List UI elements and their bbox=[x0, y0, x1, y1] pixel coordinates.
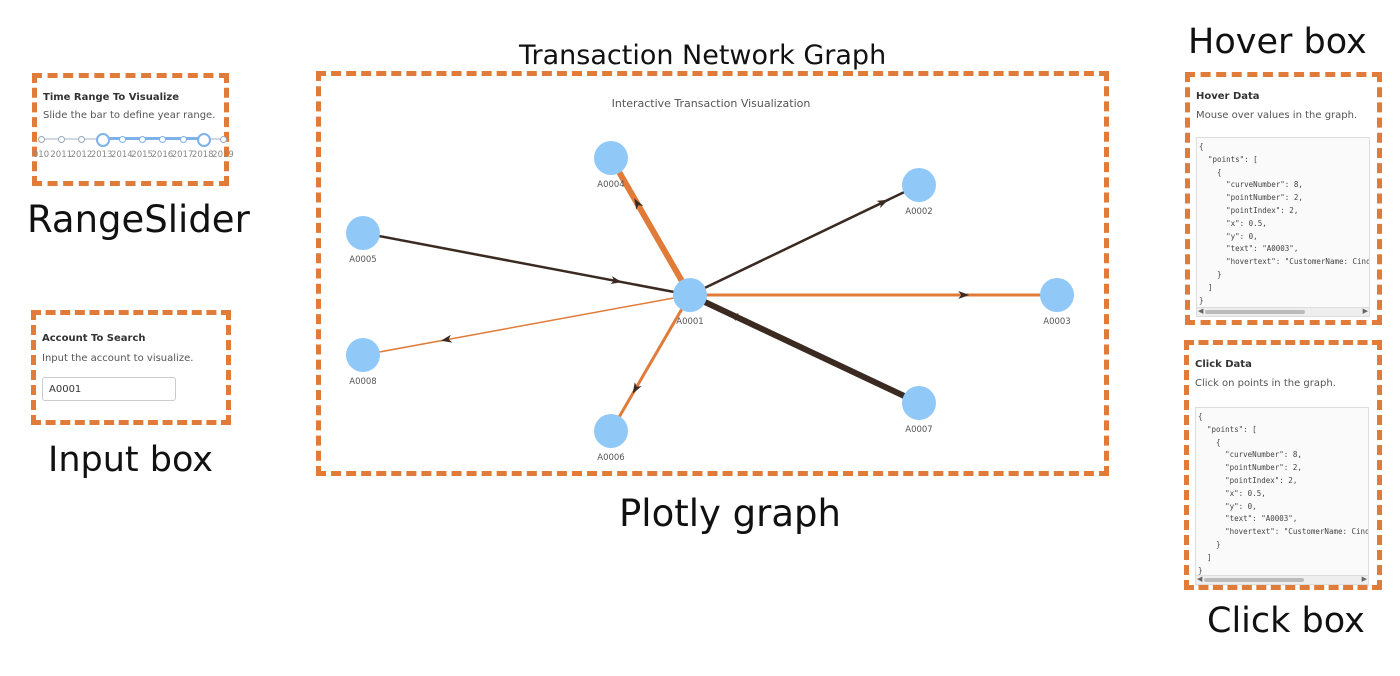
account-search-description: Input the account to visualize. bbox=[42, 353, 194, 364]
account-search-panel: Account To Search Input the account to v… bbox=[31, 310, 231, 425]
hover-data-panel: Hover Data Mouse over values in the grap… bbox=[1185, 72, 1382, 325]
node-label: A0001 bbox=[676, 317, 703, 327]
slider-mark bbox=[58, 136, 66, 143]
edge-arrow-icon bbox=[632, 382, 642, 394]
click-box-label: Click box bbox=[1207, 601, 1365, 641]
edge-arrow-icon bbox=[727, 312, 740, 322]
year-range-slider[interactable] bbox=[38, 133, 227, 147]
slider-mark bbox=[159, 136, 167, 143]
scroll-thumb[interactable] bbox=[1205, 310, 1305, 314]
range-slider-label: RangeSlider bbox=[27, 198, 250, 241]
network-graph[interactable]: Interactive Transaction Visualization A0… bbox=[321, 76, 1104, 471]
graph-panel: Interactive Transaction Visualization A0… bbox=[316, 71, 1109, 476]
range-slider-title: Time Range To Visualize bbox=[43, 92, 180, 103]
node-label: A0008 bbox=[349, 377, 376, 387]
scroll-left-icon[interactable]: ◀ bbox=[1197, 575, 1203, 583]
slider-mark bbox=[78, 136, 86, 143]
node-A0002[interactable] bbox=[902, 168, 936, 202]
slider-mark bbox=[118, 136, 126, 143]
scroll-thumb[interactable] bbox=[1204, 578, 1304, 582]
hover-box-label: Hover box bbox=[1188, 22, 1367, 62]
scroll-right-icon[interactable]: ▶ bbox=[1362, 307, 1368, 315]
slider-year-label: 2012 bbox=[70, 150, 93, 160]
range-slider-description: Slide the bar to define year range. bbox=[43, 110, 216, 121]
slider-mark bbox=[38, 136, 45, 143]
node-label: A0004 bbox=[597, 180, 624, 190]
account-search-title: Account To Search bbox=[42, 333, 146, 344]
edge-A0001-A0008[interactable] bbox=[362, 294, 691, 356]
click-data-description: Click on points in the graph. bbox=[1195, 378, 1336, 389]
edge-A0005-A0001[interactable] bbox=[362, 231, 691, 297]
hover-data-title: Hover Data bbox=[1196, 91, 1260, 102]
node-label: A0007 bbox=[905, 425, 932, 435]
slider-year-label: 2016 bbox=[151, 150, 174, 160]
slider-year-label: 2014 bbox=[111, 150, 133, 160]
hover-data-description: Mouse over values in the graph. bbox=[1196, 110, 1358, 121]
hover-data-json-box[interactable]: { "points": [ { "curveNumber": 8, "point… bbox=[1196, 137, 1370, 317]
slider-year-label: 2013 bbox=[90, 150, 113, 160]
node-A0004[interactable] bbox=[594, 141, 628, 175]
scroll-right-icon[interactable]: ▶ bbox=[1361, 575, 1367, 583]
account-input[interactable] bbox=[42, 377, 176, 401]
node-A0001[interactable] bbox=[673, 278, 707, 312]
edge-A0001-A0004[interactable] bbox=[608, 156, 693, 297]
edge-arrow-icon bbox=[876, 199, 889, 209]
slider-year-label: 010 bbox=[32, 150, 50, 160]
node-A0003[interactable] bbox=[1040, 278, 1074, 312]
slider-mark bbox=[179, 136, 187, 143]
edge-arrow-icon bbox=[958, 291, 970, 299]
node-A0006[interactable] bbox=[594, 414, 628, 448]
click-data-scrollbar[interactable]: ◀ ▶ bbox=[1196, 575, 1368, 584]
node-A0005[interactable] bbox=[346, 216, 380, 250]
hover-data-scrollbar[interactable]: ◀ ▶ bbox=[1197, 307, 1369, 316]
slider-mark bbox=[139, 136, 147, 143]
slider-year-label: 2019 bbox=[212, 150, 234, 160]
edge-arrow-icon bbox=[610, 276, 622, 284]
slider-year-label: 2011 bbox=[50, 150, 73, 160]
edge-A0007-A0001[interactable] bbox=[688, 292, 921, 406]
node-label: A0002 bbox=[905, 207, 932, 217]
click-data-json-box[interactable]: { "points": [ { "curveNumber": 8, "point… bbox=[1195, 407, 1369, 585]
click-data-title: Click Data bbox=[1195, 359, 1252, 370]
slider-selected-range bbox=[101, 137, 203, 140]
edge-A0001-A0002[interactable] bbox=[689, 183, 920, 297]
slider-year-label: 2017 bbox=[171, 150, 194, 160]
graph-subtitle: Interactive Transaction Visualization bbox=[612, 97, 811, 110]
node-label: A0006 bbox=[597, 453, 624, 463]
click-data-json: { "points": [ { "curveNumber": 8, "point… bbox=[1198, 412, 1368, 575]
edge-arrow-icon bbox=[634, 198, 644, 210]
node-label: A0003 bbox=[1043, 317, 1070, 327]
range-slider-panel: Time Range To Visualize Slide the bar to… bbox=[32, 73, 234, 186]
edge-A0001-A0006[interactable] bbox=[609, 294, 692, 432]
slider-handle[interactable] bbox=[196, 133, 211, 147]
plotly-graph-label: Plotly graph bbox=[619, 492, 841, 535]
scroll-left-icon[interactable]: ◀ bbox=[1198, 307, 1204, 315]
node-A0008[interactable] bbox=[346, 338, 380, 372]
slider-year-label: 2015 bbox=[131, 150, 153, 160]
edge-arrow-icon bbox=[440, 334, 453, 343]
slider-handle[interactable] bbox=[95, 133, 110, 147]
click-data-panel: Click Data Click on points in the graph.… bbox=[1184, 340, 1382, 590]
graph-title: Transaction Network Graph bbox=[519, 40, 887, 71]
input-box-label: Input box bbox=[48, 440, 214, 480]
slider-mark bbox=[220, 136, 227, 143]
slider-year-label: 2018 bbox=[191, 150, 214, 160]
hover-data-json: { "points": [ { "curveNumber": 8, "point… bbox=[1199, 142, 1369, 305]
node-A0007[interactable] bbox=[902, 386, 936, 420]
node-label: A0005 bbox=[349, 255, 376, 265]
